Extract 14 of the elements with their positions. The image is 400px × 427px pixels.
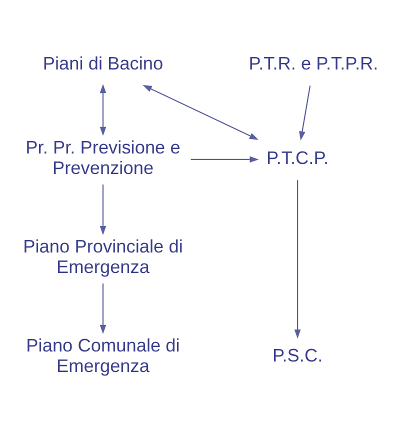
arrow — [190, 156, 259, 163]
arrow — [299, 86, 311, 141]
node-text: Pr. Pr. Previsione e Prevenzione — [26, 138, 180, 178]
arrow — [142, 84, 259, 140]
arrow — [100, 184, 106, 236]
node-text: P.S.C. — [272, 346, 323, 366]
arrow — [100, 283, 106, 334]
node-text: P.T.C.P. — [266, 148, 329, 168]
arrow — [100, 84, 106, 136]
node-text: P.T.R. e P.T.P.R. — [248, 53, 378, 74]
node-text: Piano Provinciale di Emergenza — [23, 236, 183, 277]
arrow — [294, 180, 301, 339]
node-text: Piano Comunale di Emergenza — [26, 336, 180, 376]
node-text: Piani di Bacino — [42, 53, 164, 74]
